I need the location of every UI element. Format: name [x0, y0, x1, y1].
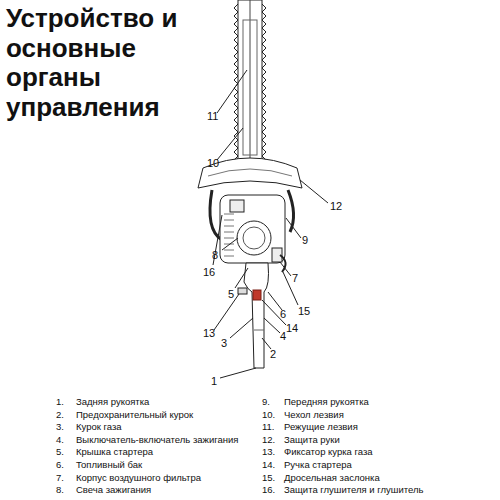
callout-number: 7: [292, 272, 298, 284]
callout-number: 10: [207, 157, 219, 169]
list-number: 4.: [56, 434, 64, 445]
list-number: 15.: [262, 472, 275, 483]
list-number: 11.: [262, 421, 275, 432]
list-number: 13.: [262, 446, 275, 457]
callout-number: 6: [280, 308, 286, 320]
callout-number: 14: [286, 322, 298, 334]
part-name: Корпус воздушного фильтра: [76, 472, 201, 483]
callout-number: 9: [302, 234, 308, 246]
callout-number: 13: [203, 327, 215, 339]
blade-bar: [238, 0, 262, 162]
list-number: 3.: [56, 421, 64, 432]
list-number: 8.: [56, 484, 64, 495]
diagram-title: Устройство и основные органы управления: [6, 4, 221, 123]
part-name: Передняя рукоятка: [284, 396, 369, 407]
rear-handle: [244, 263, 269, 368]
part-name: Свеча зажигания: [76, 484, 151, 495]
part-name: Чехол лезвия: [284, 409, 344, 420]
list-number: 6.: [56, 459, 64, 470]
part-name: Дросельная заслонка: [284, 472, 380, 483]
callout-number: 2: [270, 348, 276, 360]
part-name: Защита руки: [284, 434, 340, 445]
cutting-teeth: [234, 4, 266, 164]
part-name: Ручка стартера: [284, 459, 352, 470]
callout-number: 12: [330, 200, 342, 212]
callout-number: 11: [207, 110, 218, 122]
list-number: 14.: [262, 459, 275, 470]
starter-cover: [237, 221, 271, 255]
guard-rib: [208, 169, 292, 176]
throttle-trigger: [253, 290, 261, 300]
list-number: 5.: [56, 446, 64, 457]
part-name: Режущие лезвия: [284, 421, 358, 432]
callout-number: 5: [228, 288, 234, 300]
part-name: Топливный бак: [76, 459, 142, 470]
part-name: Крышка стартера: [76, 446, 153, 457]
part-name: Выключатель-включатель зажигания: [76, 434, 238, 445]
list-number: 12.: [262, 434, 275, 445]
part-name: Защита глушителя и глушитель: [284, 484, 423, 495]
callout-number: 1: [211, 375, 217, 387]
list-number: 7.: [56, 472, 64, 483]
safety-switch: [238, 288, 247, 294]
hand-guard: [198, 158, 302, 188]
blade-center: [250, 0, 251, 160]
callout-number: 4: [280, 330, 286, 342]
callout-number: 8: [212, 249, 218, 261]
blade-cover: [243, 20, 257, 155]
callout-number: 15: [298, 305, 310, 317]
handle-grip: [254, 330, 264, 331]
list-number: 2.: [56, 409, 64, 420]
part-name: Курок газа: [76, 421, 122, 432]
leader-lines: [213, 70, 328, 378]
list-number: 9.: [262, 396, 270, 407]
callout-number: 16: [203, 266, 215, 278]
engine-body: [220, 195, 285, 263]
spark-plug: [230, 200, 244, 212]
list-number: 10.: [262, 409, 275, 420]
cooling-fins: [224, 214, 234, 256]
part-name: Задняя рукоятка: [76, 396, 149, 407]
starter-inner: [243, 227, 265, 249]
list-number: 16.: [262, 484, 275, 495]
list-number: 1.: [56, 396, 64, 407]
part-name: Предохранительный курок: [76, 409, 193, 420]
part-name: Фиксатор курка газа: [284, 446, 373, 457]
callout-number: 3: [221, 337, 227, 349]
